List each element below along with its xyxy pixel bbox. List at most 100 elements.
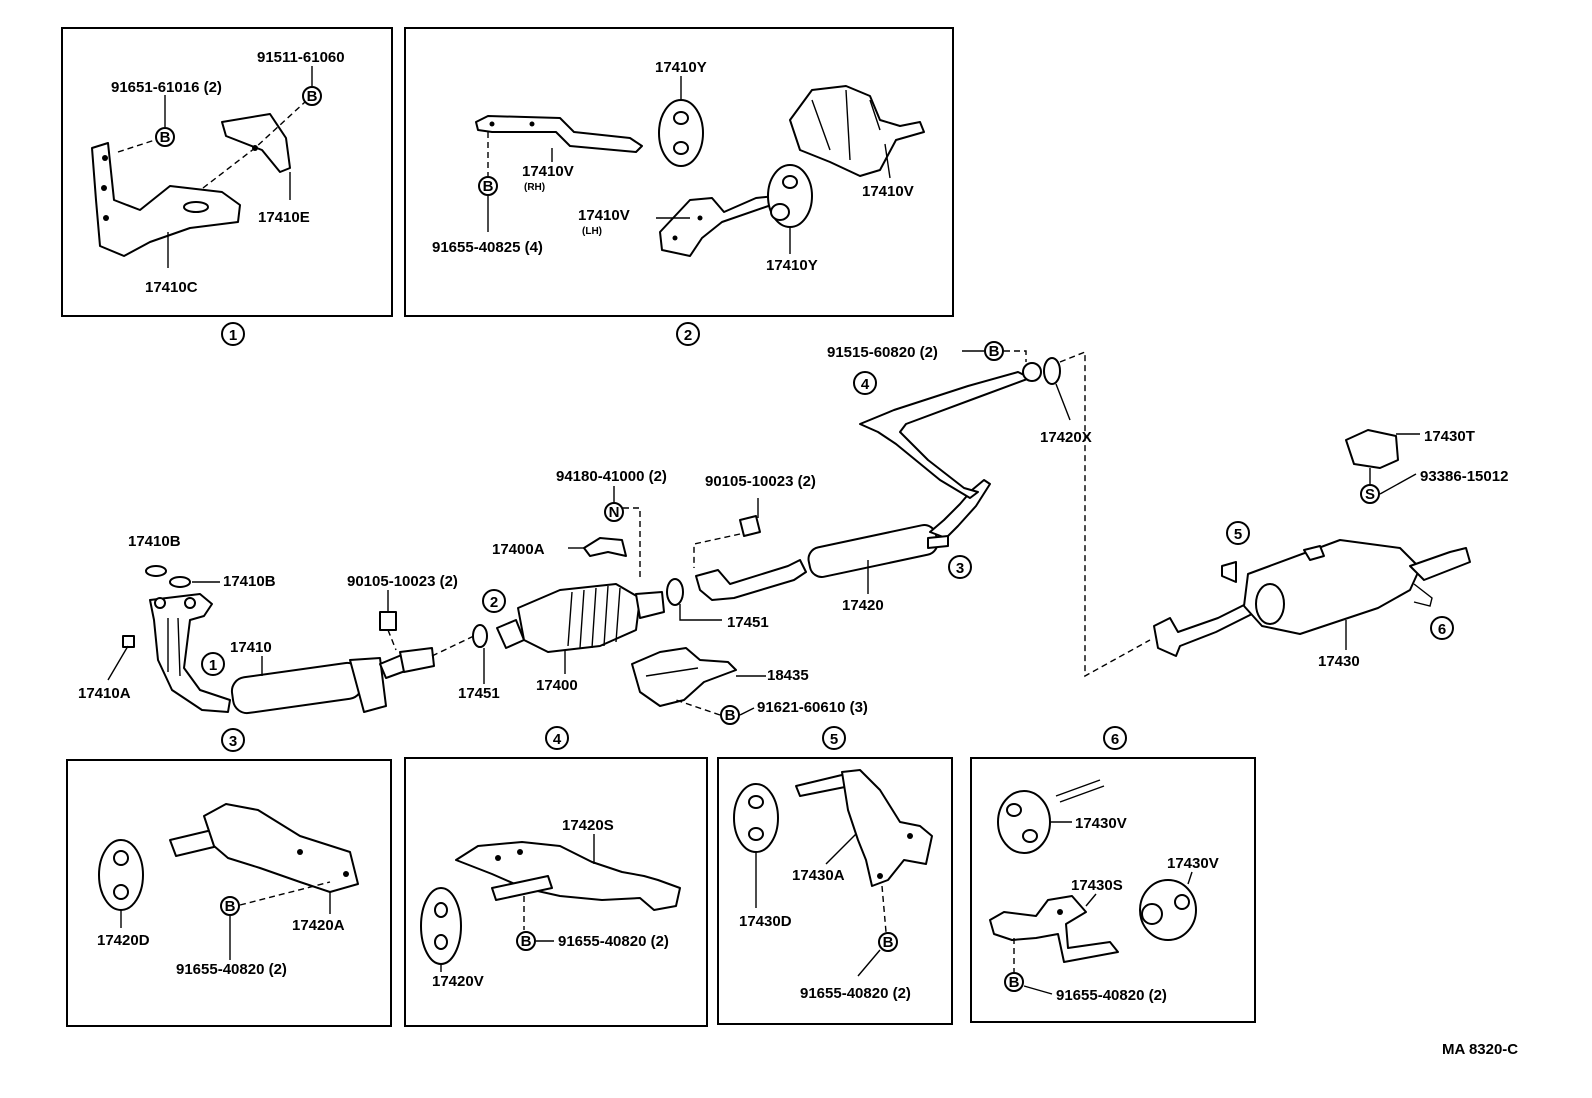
callout-3 [948, 555, 972, 579]
center-muffler-17420 [807, 524, 939, 578]
part-label: 17451 [727, 614, 769, 631]
callout-4 [545, 726, 569, 750]
front-pipe-body [230, 661, 364, 715]
front-pipe-flange [399, 647, 435, 673]
callout-number: 4 [553, 731, 562, 748]
heat-insulator-18435 [631, 647, 737, 707]
part-label: 91655-40825 (4) [432, 239, 543, 256]
part-label: 90105-10023 (2) [705, 473, 816, 490]
part-label: 91655-40820 (2) [176, 961, 287, 978]
bolt-symbol-b [220, 896, 240, 916]
catalytic-converter-17400 [517, 583, 641, 653]
part-label: 17451 [458, 685, 500, 702]
diagram-id: MA 8320-C [1442, 1041, 1518, 1058]
bolt-symbol-letter: B [160, 129, 171, 146]
bolt-symbol-b [1004, 972, 1024, 992]
part-label: 17410V [578, 207, 630, 224]
bolt-symbol-b [720, 705, 740, 725]
part-label: 17430T [1424, 428, 1475, 445]
panel-5-frame [717, 757, 953, 1025]
bolt-symbol-b [155, 127, 175, 147]
part-label: 17430A [792, 867, 845, 884]
part-label: 17400 [536, 677, 578, 694]
intermediate-pipe-17420 [695, 559, 807, 601]
detail-panel-5: B 17430A 17430D 91655-40820 (2) [717, 757, 953, 1025]
gasket-17410b [169, 576, 191, 588]
tail-pipe-front [1153, 603, 1253, 657]
callout-1 [201, 652, 225, 676]
part-label: 17410C [145, 279, 198, 296]
callout-2 [676, 322, 700, 346]
bracket-17420s [455, 841, 681, 911]
bolt-90105 [379, 611, 397, 631]
main-muffler-17430 [1243, 539, 1421, 635]
part-label: 91655-40820 (2) [558, 933, 669, 950]
callout-5 [1226, 521, 1250, 545]
callout-number: 6 [1111, 731, 1119, 748]
bolt-90105 [739, 515, 761, 537]
part-label: 17410V [862, 183, 914, 200]
rubber-hanger-17430d [733, 783, 779, 853]
part-label: 17410Y [655, 59, 707, 76]
part-label: 17410B [128, 533, 181, 550]
bolt-symbol-letter: B [883, 934, 894, 951]
symbol-s [1360, 484, 1380, 504]
callout-number: 4 [861, 376, 870, 393]
part-label: 94180-41000 (2) [556, 468, 667, 485]
gasket-17420x [1043, 357, 1061, 385]
intermediate-pipe-17420-upper [859, 371, 1031, 499]
bolt-symbol-b [478, 176, 498, 196]
bracket-17410v [789, 85, 925, 177]
gasket-17410b [145, 565, 167, 577]
callout-1 [221, 322, 245, 346]
rubber-hanger-17420v [420, 887, 462, 965]
panel-4-frame [404, 757, 708, 1027]
part-label: 91655-40820 (2) [800, 985, 911, 1002]
symbol-letter: S [1365, 486, 1375, 503]
nut-symbol-n [604, 502, 624, 522]
callout-number: 5 [1234, 526, 1242, 543]
callout-number: 2 [684, 327, 692, 344]
bolt-symbol-letter: B [225, 898, 236, 915]
gasket-17451 [472, 624, 488, 648]
part-label: 17430D [739, 913, 792, 930]
callout-4 [853, 371, 877, 395]
callout-number: 1 [209, 657, 217, 674]
callout-2 [482, 589, 506, 613]
part-label: 93386-15012 [1420, 468, 1508, 485]
callout-number: 1 [229, 327, 237, 344]
part-label: 17420X [1040, 429, 1092, 446]
part-label: 17420V [432, 973, 484, 990]
part-label: 17430 [1318, 653, 1360, 670]
rubber-hanger-17410y [658, 99, 704, 167]
front-pipe-17410 [149, 593, 231, 713]
bracket-17410v-lh [659, 195, 781, 257]
bolt-symbol-b [984, 341, 1004, 361]
main-exhaust-assembly: N B B [78, 341, 1508, 752]
detail-panel-4: B 17420S 91655-40820 (2) 17420V [404, 757, 708, 1027]
part-label: (RH) [524, 182, 545, 193]
bolt-symbol-letter: B [725, 707, 736, 724]
bolt-symbol-letter: B [521, 933, 532, 950]
part-label: 17410E [258, 209, 310, 226]
part-label: 17430V [1075, 815, 1127, 832]
part-label: 17430S [1071, 877, 1123, 894]
part-label: (LH) [582, 226, 602, 237]
detail-panel-2: B 17410Y 17410V (RH) 17410V (LH) 17410V … [404, 27, 954, 317]
bolt-symbol-letter: B [1009, 974, 1020, 991]
detail-panel-3: B 17420D 17420A 91655-40820 (2) [66, 759, 392, 1027]
part-label: 91515-60820 (2) [827, 344, 938, 361]
part-label: 17410B [223, 573, 276, 590]
callout-6 [1103, 726, 1127, 750]
detail-panel-1: B B 91651-61016 (2) 91511-61060 17410E 1… [61, 27, 393, 317]
bracket-17430a [841, 769, 933, 887]
callout-3 [221, 728, 245, 752]
part-label: 17400A [492, 541, 545, 558]
detail-panel-6: B 17430V 17430S 17430V 91655-40820 (2) [970, 757, 1256, 1023]
clamp-17400a [583, 537, 627, 557]
bolt-symbol-b [516, 931, 536, 951]
bolt-symbol-b [302, 86, 322, 106]
rubber-17430t [1345, 429, 1399, 469]
nut-symbol-letter: N [609, 504, 620, 521]
